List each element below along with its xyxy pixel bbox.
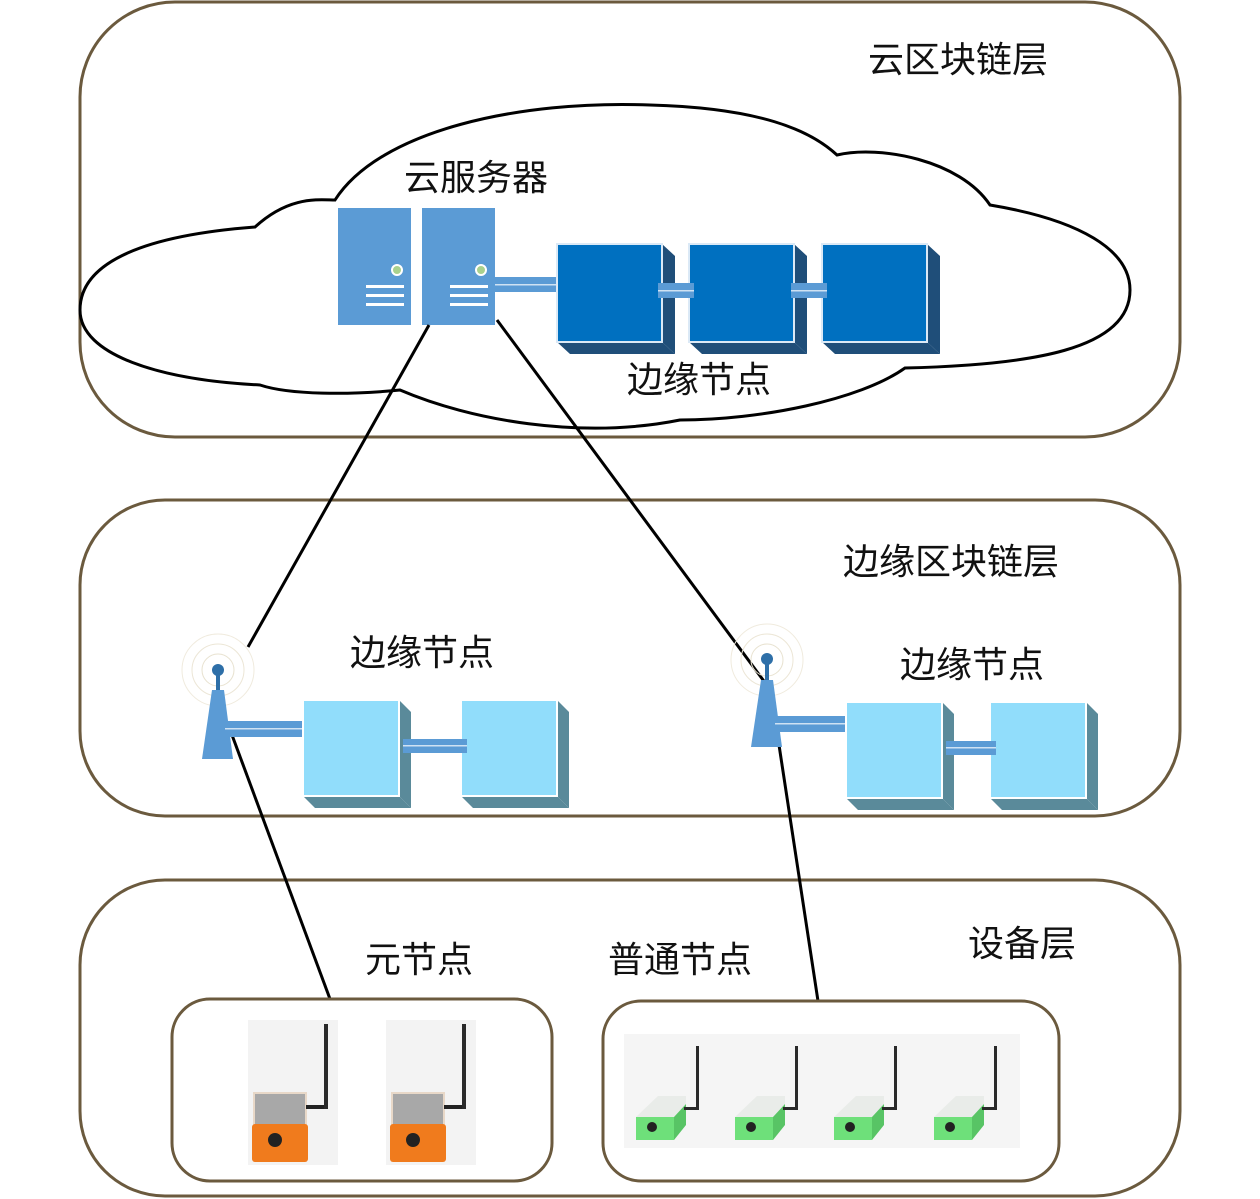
cloud-edge-node-2 xyxy=(688,243,808,355)
left-tower-link xyxy=(225,721,309,737)
meta-devices xyxy=(248,1020,476,1165)
cloud-edge-node-label: 边缘节点 xyxy=(627,360,771,401)
right-tower-to-normal-nodes-line xyxy=(777,744,820,1002)
left-tower-icon xyxy=(181,633,255,759)
edge-layer-title: 边缘区块链层 xyxy=(843,542,1059,583)
server-led-icon xyxy=(391,264,403,276)
meta-node-label: 元节点 xyxy=(365,940,473,981)
cloud-blockchain-layer xyxy=(78,0,1182,439)
left-tower-to-meta-nodes-line xyxy=(230,734,332,1000)
meta-node-group xyxy=(170,997,554,1183)
edge-left-node-link xyxy=(403,739,467,753)
meta-node-device-icon xyxy=(248,1020,338,1165)
server-led-icon xyxy=(475,264,487,276)
edge-right-node-link xyxy=(946,741,996,755)
normal-node-device-icon xyxy=(636,1046,699,1140)
server-link xyxy=(495,277,563,292)
cloud-server-2 xyxy=(422,208,495,325)
device-layer-title: 设备层 xyxy=(968,924,1076,965)
device-layer xyxy=(78,878,1182,1198)
cloud-node-link-2 xyxy=(791,283,827,298)
right-tower-link xyxy=(775,716,849,732)
normal-node-label: 普通节点 xyxy=(608,940,752,981)
normal-devices xyxy=(636,1046,997,1140)
cloud-to-left-tower-line xyxy=(246,324,431,648)
edge-node-right-2 xyxy=(989,701,1099,811)
cloud-node-link-1 xyxy=(658,283,694,298)
cloud-server-label: 云服务器 xyxy=(404,158,548,199)
cloud-edge-node-1 xyxy=(556,243,676,355)
normal-node-device-icon xyxy=(834,1046,897,1140)
edge-left-group-label: 边缘节点 xyxy=(350,633,494,674)
cloud-server-1 xyxy=(338,208,411,325)
normal-node-device-icon xyxy=(735,1046,798,1140)
normal-node-device-icon xyxy=(934,1046,997,1140)
meta-node-device-icon xyxy=(386,1020,476,1165)
edge-right-group-label: 边缘节点 xyxy=(900,645,1044,686)
edge-node-left-2 xyxy=(460,699,570,809)
cloud-edge-node-3 xyxy=(821,243,941,355)
edge-node-left-1 xyxy=(302,699,412,809)
cloud-layer-title: 云区块链层 xyxy=(868,40,1048,81)
cloud-to-right-tower-line xyxy=(495,319,771,689)
edge-node-right-1 xyxy=(845,701,955,811)
right-tower-icon xyxy=(730,623,804,747)
